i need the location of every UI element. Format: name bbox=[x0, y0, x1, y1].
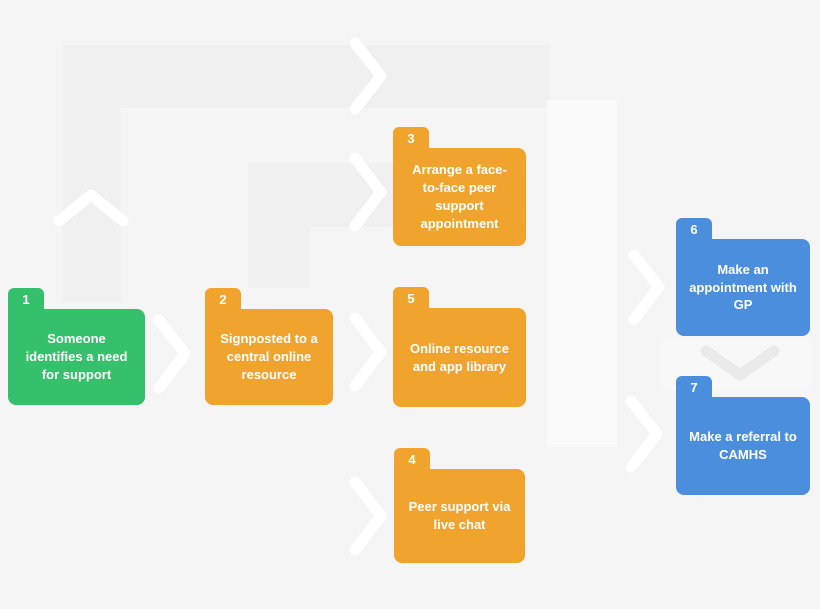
step-label-body: Arrange a face-to-face peer support appo… bbox=[393, 148, 526, 246]
step-label-body: Someone identifies a need for support bbox=[8, 309, 145, 405]
flow-step-6: 6 Make an appointment with GP bbox=[676, 218, 810, 336]
step-label: Arrange a face-to-face peer support appo… bbox=[412, 162, 507, 231]
step-number: 7 bbox=[690, 379, 698, 395]
step-label-body: Online resource and app library bbox=[393, 308, 526, 407]
step-number-tab: 1 bbox=[8, 288, 44, 310]
flow-step-1: 1 Someone identifies a need for support bbox=[8, 288, 145, 405]
flow-step-4: 4 Peer support via live chat bbox=[394, 448, 525, 563]
chevron-right-icon bbox=[346, 474, 390, 558]
step-number: 1 bbox=[22, 291, 30, 307]
chevron-up-icon bbox=[52, 186, 130, 230]
step-number-tab: 7 bbox=[676, 376, 712, 398]
step-number-tab: 2 bbox=[205, 288, 241, 310]
step-number: 3 bbox=[407, 130, 415, 146]
step-label-body: Make a referral to CAMHS bbox=[676, 397, 810, 495]
step-label: Signposted to a central online resource bbox=[220, 331, 318, 382]
bg-flow-column-left bbox=[63, 45, 121, 302]
step-number: 2 bbox=[219, 291, 227, 307]
step-label-body: Make an appointment with GP bbox=[676, 239, 810, 336]
step-label: Peer support via live chat bbox=[408, 499, 511, 532]
bg-flow-column-middle bbox=[248, 163, 310, 288]
flow-step-2: 2 Signposted to a central online resourc… bbox=[205, 288, 333, 405]
flow-step-7: 7 Make a referral to CAMHS bbox=[676, 376, 810, 495]
chevron-right-icon bbox=[622, 394, 666, 474]
chevron-right-icon bbox=[346, 36, 390, 116]
step-label: Make an appointment with GP bbox=[689, 261, 797, 313]
step-number-tab: 4 bbox=[394, 448, 430, 470]
step-number: 6 bbox=[690, 221, 698, 237]
bg-flow-bar-top bbox=[63, 45, 550, 108]
chevron-right-icon bbox=[150, 312, 194, 396]
step-label: Someone identifies a need for support bbox=[25, 331, 128, 382]
step-number-tab: 6 bbox=[676, 218, 712, 240]
step-label-body: Signposted to a central online resource bbox=[205, 309, 333, 405]
chevron-right-icon bbox=[626, 248, 668, 326]
step-number: 5 bbox=[407, 290, 415, 306]
flow-step-5: 5 Online resource and app library bbox=[393, 287, 526, 407]
step-label-body: Peer support via live chat bbox=[394, 469, 525, 563]
step-label: Online resource and app library bbox=[410, 340, 509, 374]
step-label: Make a referral to CAMHS bbox=[689, 429, 797, 462]
step-number-tab: 3 bbox=[393, 127, 429, 149]
step-number-tab: 5 bbox=[393, 287, 429, 309]
bg-flow-column-right bbox=[547, 100, 617, 447]
chevron-right-icon bbox=[346, 310, 390, 394]
chevron-right-icon bbox=[346, 150, 390, 234]
step-number: 4 bbox=[408, 451, 416, 467]
flow-step-3: 3 Arrange a face-to-face peer support ap… bbox=[393, 127, 526, 246]
chevron-down-icon bbox=[698, 344, 782, 382]
